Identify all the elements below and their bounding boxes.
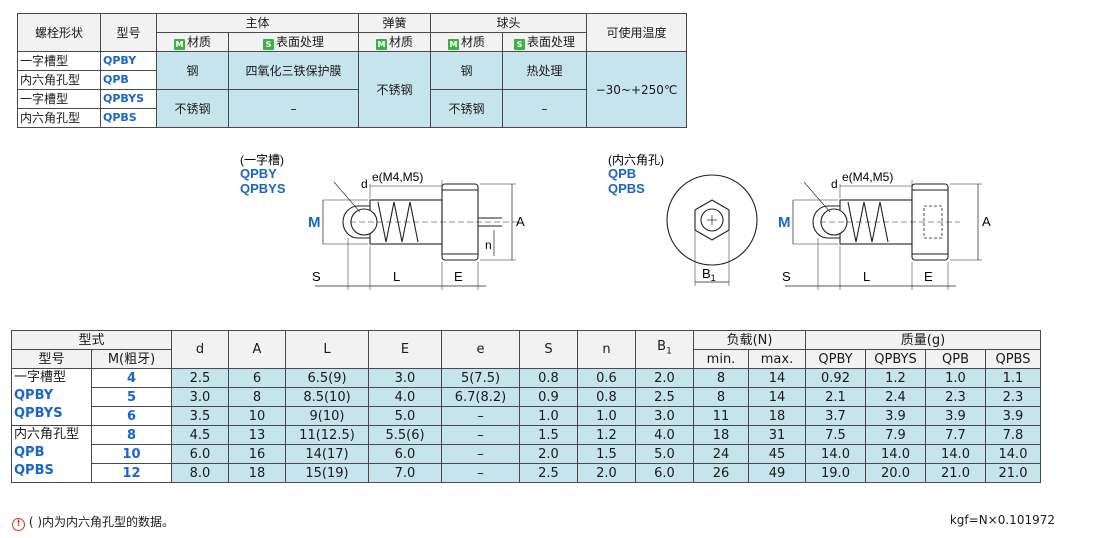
header-mass: 质量(g): [805, 330, 1041, 350]
left-side-view: [315, 180, 520, 290]
shape-cell: 内六角孔型: [17, 70, 101, 90]
material-tag-icon: M: [173, 39, 185, 50]
header-model: 型号: [100, 13, 157, 52]
shape-cell: 一字槽型: [17, 51, 101, 71]
left-caption: (一字槽): [240, 152, 284, 167]
label-e: e(M4,M5): [372, 170, 423, 184]
label-B1: B1: [702, 266, 716, 283]
spring-material: 不锈钢: [358, 51, 431, 128]
right-model-2: QPBS: [608, 181, 645, 196]
material-tag-icon: M: [447, 39, 459, 50]
body-material-stainless: 不锈钢: [156, 89, 229, 128]
body-material-steel: 钢: [156, 51, 229, 90]
table-row: 内六角孔型 QPB QPBS 8 4.5 13 11(12.5) 5.5(6) …: [11, 425, 1041, 483]
label-E-right: E: [924, 269, 933, 284]
header-load-min: min.: [693, 349, 749, 369]
dimension-table: 型式 d A L E e S n B1 负载(N) 质量(g) 型号 M(粗牙)…: [11, 330, 1041, 483]
surface-tag-icon: S: [513, 39, 525, 50]
left-model-2: QPBYS: [240, 181, 286, 196]
hex-end-view: [666, 174, 758, 286]
header-type: 型式: [11, 330, 172, 350]
ball-surface-none: –: [502, 89, 587, 128]
header-body: 主体: [156, 13, 359, 33]
footnote: ! ( )内为内六角孔型的数据。: [12, 513, 174, 531]
temperature-range: −30~+250℃: [586, 51, 687, 128]
table-row: 12 8.0 18 15(19) 7.0 – 2.5 2.0 6.0 26 49…: [12, 463, 1041, 483]
model-cell: QPB: [100, 70, 157, 90]
model-cell: QPBS: [100, 108, 157, 128]
table-row: 5 3.0 8 8.5(10) 4.0 6.7(8.2) 0.9 0.8 2.5…: [12, 387, 1041, 407]
conversion-note: kgf=N×0.101972: [949, 513, 1055, 527]
header-A: A: [228, 330, 286, 369]
technical-drawing: (一字槽) QPBY QPBYS d e(M4,M5) M A n S L: [240, 152, 991, 290]
table-row: 10 6.0 16 14(17) 6.0 – 2.0 1.5 5.0 24 45…: [12, 444, 1041, 464]
label-E: E: [454, 269, 463, 284]
label-L: L: [393, 269, 400, 284]
header-temperature: 可使用温度: [586, 13, 687, 52]
label-M: M: [308, 214, 321, 231]
header-mass-qpbys: QPBYS: [865, 349, 926, 369]
table-row: 6 3.5 10 9(10) 5.0 – 1.0 1.0 3.0 11 18 3…: [12, 406, 1041, 426]
header-load: 负载(N): [693, 330, 806, 350]
header-mass-qpbs: QPBS: [985, 349, 1041, 369]
header-B1: B1: [635, 330, 694, 369]
header-L: L: [285, 330, 369, 369]
label-M-right: M: [778, 214, 791, 231]
header-e: e: [441, 330, 520, 369]
model-cell: QPBYS: [100, 89, 157, 109]
group-slot: 一字槽型 QPBY QPBYS: [11, 368, 92, 426]
surface-tag-icon: S: [262, 39, 274, 50]
material-tag-icon: M: [375, 39, 387, 50]
label-d: d: [361, 177, 368, 191]
header-ball: 球头: [430, 13, 587, 33]
label-S: S: [312, 269, 321, 284]
header-shape: 螺栓形状: [17, 13, 101, 52]
right-caption: (内六角孔): [608, 153, 664, 167]
label-n: n: [485, 238, 492, 252]
label-e-right: e(M4,M5): [842, 170, 893, 184]
header-d: d: [171, 330, 229, 369]
body-surface-coating: 四氧化三铁保护膜: [228, 51, 359, 90]
shape-cell: 内六角孔型: [17, 108, 101, 128]
body-surface-none: –: [228, 89, 359, 128]
header-n: n: [577, 330, 636, 369]
header-load-max: max.: [748, 349, 806, 369]
right-side-view: [785, 180, 982, 290]
ball-material-stainless: 不锈钢: [430, 89, 503, 128]
label-L-right: L: [863, 269, 870, 284]
header-model: 型号: [11, 349, 92, 369]
label-A: A: [516, 214, 525, 229]
warning-icon: !: [12, 518, 25, 531]
header-thread: M(粗牙): [91, 349, 172, 369]
model-cell: QPBY: [100, 51, 157, 71]
label-S-right: S: [782, 269, 791, 284]
ball-surface-heat: 热处理: [502, 51, 587, 90]
label-d-right: d: [831, 177, 838, 191]
right-model-1: QPB: [608, 166, 636, 181]
shape-cell: 一字槽型: [17, 89, 101, 109]
label-A-right: A: [982, 214, 991, 229]
header-S: S: [519, 330, 578, 369]
header-E: E: [368, 330, 442, 369]
header-mass-qpb: QPB: [925, 349, 986, 369]
left-model-1: QPBY: [240, 166, 277, 181]
ball-material-steel: 钢: [430, 51, 503, 90]
table-row: 一字槽型 QPBY QPBYS 4 2.5 6 6.5(9) 3.0 5(7.5…: [11, 368, 1041, 426]
header-mass-qpby: QPBY: [805, 349, 866, 369]
group-hex: 内六角孔型 QPB QPBS: [11, 425, 92, 483]
header-spring: 弹簧: [358, 13, 431, 33]
